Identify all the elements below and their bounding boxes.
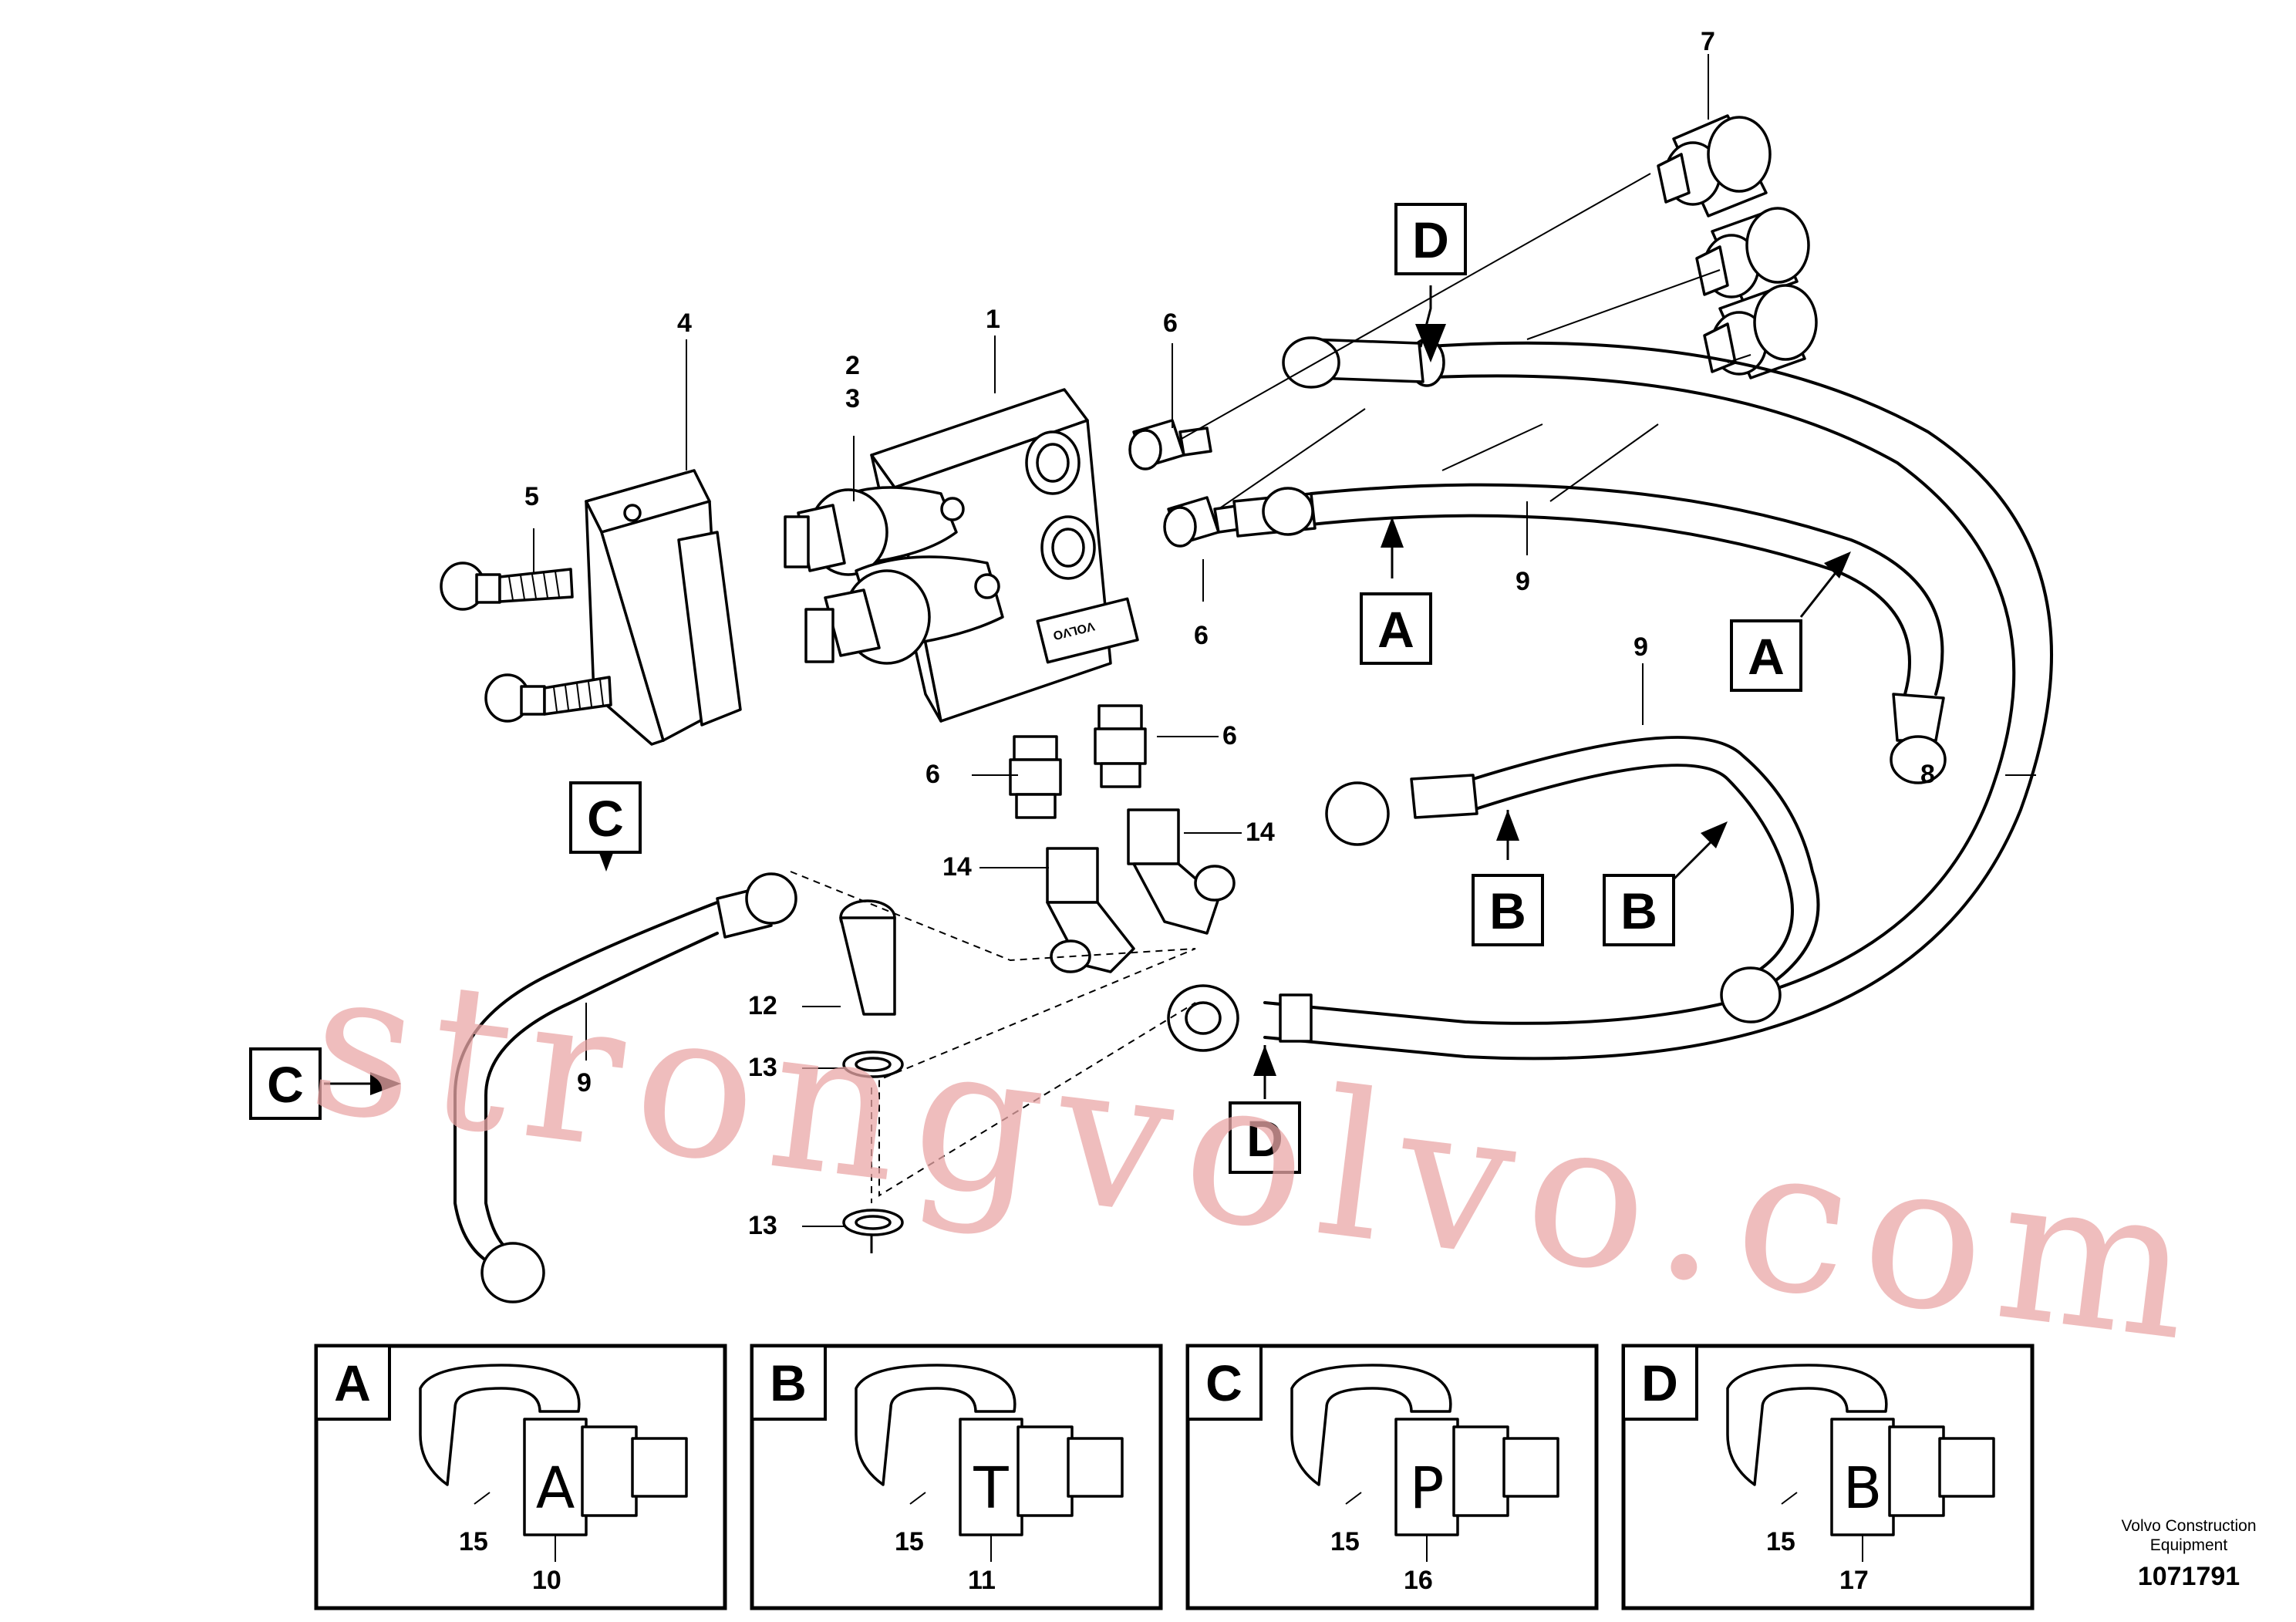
detail-panel-d: D B 15 17	[1621, 1344, 2035, 1610]
callout-12: 12	[748, 991, 777, 1020]
ref-box-d-top: D	[1394, 203, 1467, 275]
detail-letter: C	[1205, 1354, 1242, 1411]
plug	[839, 899, 896, 1016]
ref-box-d-bottom: D	[1229, 1101, 1301, 1174]
tag-callout: 11	[968, 1566, 996, 1595]
tag-letter: P	[1410, 1455, 1445, 1522]
ref-box-c-top: C	[569, 781, 642, 854]
solenoid-upper	[784, 486, 965, 576]
adapter-bottom-left	[1009, 735, 1062, 819]
bolt-lower	[484, 673, 612, 723]
adapter-bottom-right	[1094, 704, 1147, 788]
detail-panel-b: B T 15 11	[750, 1344, 1163, 1610]
callout-14-left: 14	[942, 852, 972, 882]
callout-labels: 1 2 3 4 5 6 6 6 6 7 8 9 9 9 12 13 13 14 …	[524, 27, 1935, 1240]
hose-callout: 15	[459, 1527, 488, 1556]
hose-callout: 15	[1766, 1527, 1795, 1556]
tag-letter: A	[536, 1455, 575, 1522]
detail-letter: D	[1641, 1354, 1678, 1411]
callout-6-right: 6	[1194, 621, 1209, 650]
tag-callout: 17	[1839, 1566, 1869, 1595]
callout-13-lower: 13	[748, 1211, 777, 1240]
svg-text:C: C	[587, 790, 624, 847]
detail-panel-a: A A 15 10	[314, 1344, 727, 1610]
callout-1: 1	[986, 305, 1000, 334]
adapter-lower-right	[1163, 496, 1247, 548]
detail-letter: B	[770, 1354, 807, 1411]
valve-block: VOLVO	[870, 388, 1139, 723]
bolt-upper	[440, 561, 574, 611]
callout-9-right: 9	[1633, 632, 1648, 662]
tag-letter: T	[973, 1455, 1009, 1522]
svg-text:D: D	[1412, 211, 1449, 268]
credit-line-1: Volvo Construction	[2121, 1517, 2256, 1535]
washer-lower	[842, 1209, 904, 1236]
hose-9-right	[1325, 736, 1820, 1023]
ref-box-c-left: C	[249, 1047, 322, 1120]
hose-9-upper	[1232, 483, 1947, 784]
hose-callout: 15	[1330, 1527, 1360, 1556]
detail-panel-c: C P 15 16	[1185, 1344, 1599, 1610]
callout-4: 4	[677, 309, 692, 338]
tag-letter: B	[1843, 1455, 1883, 1522]
adapter-upper-right	[1128, 419, 1212, 470]
tag-callout: 10	[532, 1566, 561, 1595]
elbow-right	[1127, 808, 1236, 935]
callout-6-bottom-left: 6	[925, 760, 940, 789]
callout-14-right: 14	[1246, 818, 1275, 847]
callout-6-bottom-right: 6	[1222, 721, 1237, 750]
hose-callout: 15	[895, 1527, 924, 1556]
callout-6-top: 6	[1163, 309, 1178, 338]
svg-text:D: D	[1246, 1110, 1283, 1167]
callout-7: 7	[1701, 27, 1715, 56]
callout-9-left: 9	[577, 1068, 592, 1098]
sensor-top	[1657, 114, 1772, 218]
ref-box-a-mid: A	[1360, 592, 1432, 665]
callout-5: 5	[524, 482, 539, 511]
reference-boxes: D A A C C B B D	[249, 203, 1802, 1174]
credit-line-2: Equipment	[2150, 1536, 2228, 1554]
solenoid-lower	[804, 555, 1004, 665]
washer-upper	[842, 1050, 904, 1078]
callout-3: 3	[845, 384, 860, 413]
sensor-bottom	[1703, 284, 1818, 379]
hose-9-left	[453, 872, 797, 1303]
callout-9-upper: 9	[1515, 567, 1530, 596]
credit-block: Volvo Construction Equipment 1071791	[2121, 1517, 2256, 1591]
tag-callout: 16	[1404, 1566, 1433, 1595]
svg-text:A: A	[1748, 628, 1785, 685]
detail-letter: A	[334, 1354, 371, 1411]
svg-text:B: B	[1620, 882, 1657, 939]
svg-text:B: B	[1489, 882, 1526, 939]
callout-2: 2	[845, 351, 860, 380]
ref-box-b-right: B	[1603, 874, 1675, 946]
doc-number: 1071791	[2138, 1562, 2240, 1591]
ref-box-a-right: A	[1730, 619, 1802, 692]
callout-8: 8	[1920, 760, 1935, 789]
svg-text:C: C	[267, 1056, 304, 1113]
svg-text:A: A	[1377, 601, 1414, 658]
ref-box-b-left: B	[1472, 874, 1544, 946]
watermark: strongvolvo.com	[299, 924, 2218, 1388]
sensor-middle	[1695, 207, 1810, 302]
leader-lines	[533, 54, 2036, 1227]
callout-13-upper: 13	[748, 1053, 777, 1082]
